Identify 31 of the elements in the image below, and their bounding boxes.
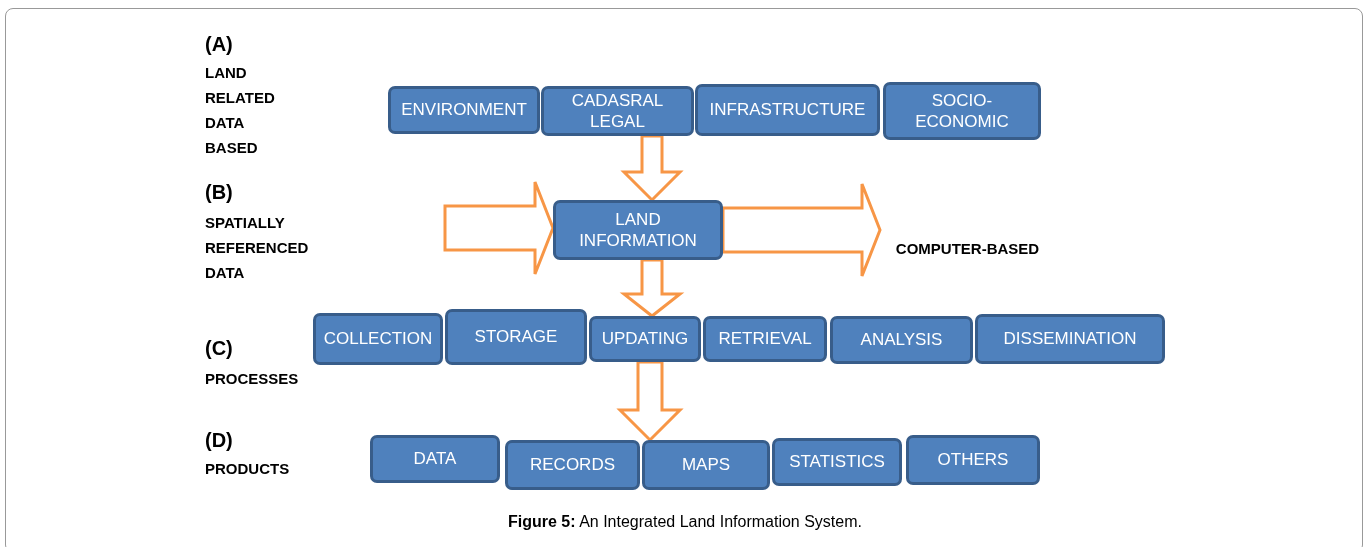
- process-box: LAND INFORMATION: [553, 200, 723, 260]
- process-box: MAPS: [642, 440, 770, 490]
- process-box: DATA: [370, 435, 500, 483]
- process-box: STATISTICS: [772, 438, 902, 486]
- process-box: COLLECTION: [313, 313, 443, 365]
- block-arrow: [619, 258, 685, 318]
- block-arrow: [616, 360, 684, 443]
- section-title: PROCESSES: [205, 369, 300, 389]
- section-letter: (B): [205, 180, 234, 205]
- block-arrow: [620, 134, 684, 203]
- process-box: RETRIEVAL: [703, 316, 827, 362]
- process-box: SOCIO-ECONOMIC: [883, 82, 1041, 140]
- process-box: CADASRAL LEGAL: [541, 86, 694, 136]
- section-letter: (D): [205, 428, 234, 453]
- process-box: DISSEMINATION: [975, 314, 1165, 364]
- figure-caption: Figure 5: An Integrated Land Information System.: [507, 513, 863, 531]
- process-box: STORAGE: [445, 309, 587, 365]
- section-title: LAND RELATED DATA BASED: [205, 63, 276, 158]
- process-box: RECORDS: [505, 440, 640, 490]
- process-box: ANALYSIS: [830, 316, 973, 364]
- output-text: COMPUTER-BASED: [880, 234, 1055, 262]
- section-title: SPATIALLY REFERENCED DATA: [205, 213, 310, 283]
- process-box: INFRASTRUCTURE: [695, 84, 880, 136]
- process-box: OTHERS: [906, 435, 1040, 485]
- section-title: PRODUCTS: [205, 459, 291, 479]
- process-box: UPDATING: [589, 316, 701, 362]
- section-letter: (A): [205, 32, 234, 57]
- process-box: ENVIRONMENT: [388, 86, 540, 134]
- section-letter: (C): [205, 336, 234, 361]
- block-arrow: [721, 182, 882, 278]
- block-arrow: [443, 180, 555, 276]
